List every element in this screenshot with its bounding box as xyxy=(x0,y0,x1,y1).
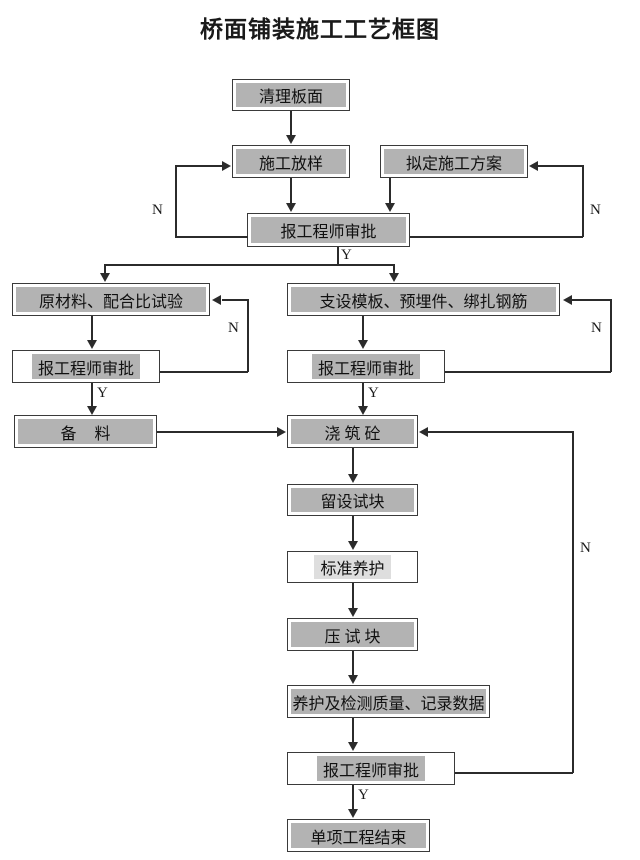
edge-n-loop-bottom-vertical xyxy=(572,431,574,773)
node-label: 拟定施工方案 xyxy=(384,149,524,174)
node-label: 报工程师审批 xyxy=(311,354,420,379)
node-curing-inspection-record[interactable]: 养护及检测质量、记录数据 xyxy=(287,685,490,718)
edge-n-loop-right-col-bottom xyxy=(445,371,611,373)
edge-label-n-top-left: N xyxy=(152,202,163,218)
edge-n-loop-left-col-top xyxy=(222,299,248,301)
node-label: 备 料 xyxy=(18,419,153,444)
edge-pour-to-test-block xyxy=(352,448,354,475)
arrowhead xyxy=(348,742,358,751)
edge-press-to-inspection xyxy=(352,651,354,676)
arrowhead xyxy=(100,273,110,282)
edge-n-loop-left-bottom xyxy=(175,236,248,238)
node-pour-concrete[interactable]: 浇 筑 砼 xyxy=(287,415,418,448)
edge-label-n-top-right: N xyxy=(590,202,601,218)
edge-n-loop-left-vertical xyxy=(175,165,177,237)
arrowhead xyxy=(286,203,296,212)
node-label: 施工放样 xyxy=(236,149,346,174)
edge-label-n-right-loop: N xyxy=(591,320,602,336)
edge-n-loop-left-col-bottom xyxy=(160,371,248,373)
node-label: 报工程师审批 xyxy=(316,756,425,781)
node-label: 清理板面 xyxy=(236,83,346,107)
arrowhead xyxy=(87,340,97,349)
node-approval-right[interactable]: 报工程师审批 xyxy=(287,350,445,383)
node-reserve-test-block[interactable]: 留设试块 xyxy=(287,484,418,516)
node-approval-left[interactable]: 报工程师审批 xyxy=(12,350,160,383)
edge-y-approval-left-down xyxy=(91,383,93,407)
arrowhead xyxy=(87,406,97,415)
node-clean-deck[interactable]: 清理板面 xyxy=(232,79,350,111)
arrowhead xyxy=(529,161,538,171)
edge-label-y-bottom: Y xyxy=(358,787,369,803)
edge-y-to-formwork xyxy=(393,264,395,274)
edge-test-block-to-curing xyxy=(352,516,354,542)
edge-label-y-top: Y xyxy=(341,247,352,263)
edge-formwork-to-approval-right xyxy=(362,316,364,342)
node-press-test-block[interactable]: 压 试 块 xyxy=(287,618,418,651)
edge-n-loop-bottom-top xyxy=(428,431,573,433)
node-label: 报工程师审批 xyxy=(251,217,406,243)
edge-n-loop-left-col-vertical xyxy=(247,299,249,372)
edge-n-loop-right-top xyxy=(538,165,583,167)
node-label: 标准养护 xyxy=(314,555,391,579)
arrowhead xyxy=(348,675,358,684)
node-formwork-embedded-rebar[interactable]: 支设模板、预埋件、绑扎钢筋 xyxy=(287,283,560,316)
node-approval-top[interactable]: 报工程师审批 xyxy=(247,213,410,247)
edge-label-n-bottom-loop: N xyxy=(580,540,591,556)
edge-layout-to-approval-top xyxy=(290,178,292,204)
edge-y-split-horizontal xyxy=(104,264,394,266)
edge-label-y-right: Y xyxy=(368,385,379,401)
arrowhead xyxy=(348,474,358,483)
arrowhead xyxy=(348,809,358,818)
arrowhead xyxy=(358,340,368,349)
edge-curing-to-press xyxy=(352,583,354,609)
edge-n-loop-bottom-horizontal xyxy=(455,772,573,774)
page-title: 桥面铺装施工工艺框图 xyxy=(200,17,440,42)
edge-n-loop-right-vertical xyxy=(582,165,584,237)
node-label: 原材料、配合比试验 xyxy=(16,287,206,312)
edge-n-loop-right-col-vertical xyxy=(610,299,612,372)
node-project-end[interactable]: 单项工程结束 xyxy=(287,819,430,852)
arrowhead xyxy=(277,427,286,437)
arrowhead xyxy=(286,135,296,144)
node-construction-layout[interactable]: 施工放样 xyxy=(232,145,350,178)
edge-y-approval-top-down xyxy=(337,247,339,265)
arrowhead xyxy=(348,608,358,617)
node-label: 留设试块 xyxy=(291,488,414,512)
arrowhead xyxy=(419,427,428,437)
node-material-mix-test[interactable]: 原材料、配合比试验 xyxy=(12,283,210,316)
arrowhead xyxy=(358,406,368,415)
edge-n-loop-left-top xyxy=(175,165,223,167)
edge-y-approval-bottom-down xyxy=(352,785,354,810)
node-label: 压 试 块 xyxy=(291,622,414,647)
node-label: 单项工程结束 xyxy=(291,823,426,848)
edge-label-n-left-loop: N xyxy=(228,320,239,336)
edge-n-loop-right-col-top xyxy=(572,299,611,301)
edge-prepare-to-pour xyxy=(157,431,277,433)
node-label: 支设模板、预埋件、绑扎钢筋 xyxy=(291,287,556,312)
edge-plan-to-approval-top xyxy=(389,178,391,204)
node-approval-bottom[interactable]: 报工程师审批 xyxy=(287,752,455,785)
arrowhead xyxy=(563,295,572,305)
node-standard-curing[interactable]: 标准养护 xyxy=(287,551,418,583)
arrowhead xyxy=(385,203,395,212)
edge-clean-to-layout xyxy=(290,111,292,136)
edge-label-y-left: Y xyxy=(97,385,108,401)
edge-inspection-to-approval-bottom xyxy=(352,718,354,743)
node-prepare-material[interactable]: 备 料 xyxy=(14,415,157,448)
node-label: 浇 筑 砼 xyxy=(291,419,414,444)
edge-y-approval-right-down xyxy=(362,383,364,407)
edge-n-loop-right-bottom xyxy=(410,236,583,238)
node-label: 养护及检测质量、记录数据 xyxy=(291,689,486,714)
node-draft-construction-plan[interactable]: 拟定施工方案 xyxy=(380,145,528,178)
arrowhead xyxy=(389,273,399,282)
edge-material-to-approval-left xyxy=(91,316,93,342)
node-label: 报工程师审批 xyxy=(31,354,140,379)
arrowhead xyxy=(212,295,221,305)
edge-y-to-material-test xyxy=(104,264,106,274)
arrowhead xyxy=(348,541,358,550)
arrowhead xyxy=(222,161,231,171)
